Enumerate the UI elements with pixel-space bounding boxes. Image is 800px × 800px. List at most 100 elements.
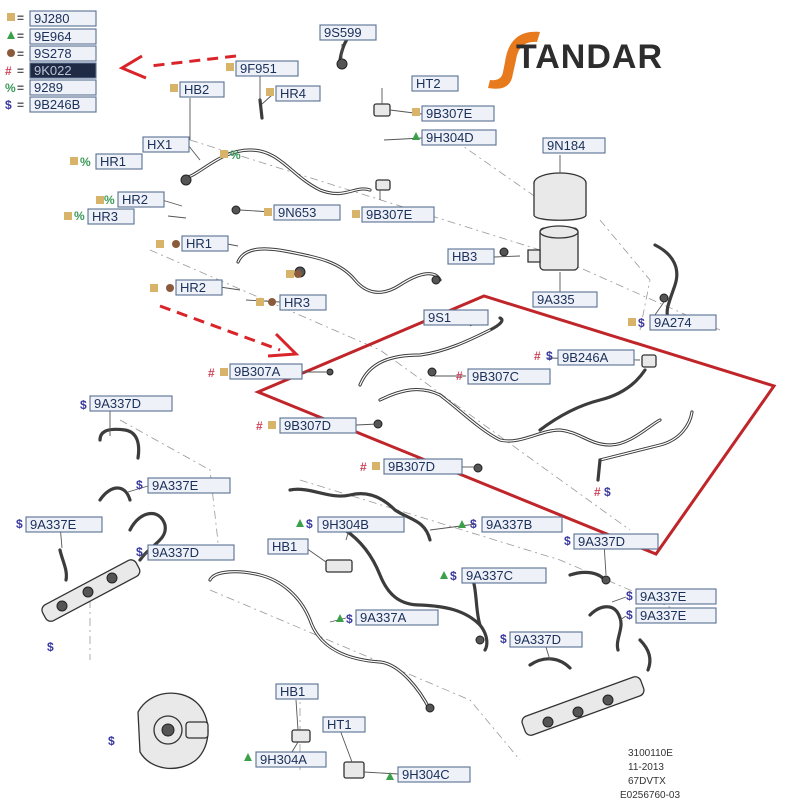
svg-text:=: =: [17, 47, 24, 61]
callout-label: HB1: [272, 539, 297, 554]
pointer-arrow-middle: [159, 304, 300, 358]
svg-text:$: $: [626, 608, 633, 622]
small-fittings-upper: [180, 58, 669, 303]
marker-hash-icon: #: [5, 64, 12, 78]
svg-text:#: #: [208, 366, 215, 380]
injector-pipes: [58, 427, 652, 712]
callout-label: 9B307C: [472, 369, 519, 384]
callout-label: 9H304D: [426, 130, 474, 145]
marker-dollar-icon: $: [5, 98, 12, 112]
svg-text:%: %: [74, 209, 85, 223]
reference-block: 3100110E 11-2013 67DVTX E0256760-03: [620, 748, 680, 800]
legend-label-box: [29, 96, 97, 113]
callout-label: 9B307D: [388, 459, 435, 474]
high-pressure-pump: [137, 692, 209, 770]
callout-label: HX1: [147, 137, 172, 152]
lower-fittings: [291, 559, 611, 779]
legend: = 9J280 = 9E964 = 9S278 # = 9K022 % = 92…: [5, 10, 97, 113]
callout-label: 9B307D: [284, 418, 331, 433]
callout-label: HT1: [327, 717, 352, 732]
legend-code: 9K022: [34, 63, 72, 78]
callout-label: 9A337D: [578, 534, 625, 549]
marker-square-icon: [7, 13, 15, 21]
svg-text:#: #: [360, 460, 367, 474]
fuel-filter-assembly: [499, 172, 587, 271]
svg-text:=: =: [17, 29, 24, 43]
callout-label: HR3: [284, 295, 310, 310]
svg-text:$: $: [306, 517, 313, 531]
callout-label: 9A274: [654, 315, 692, 330]
callout-label: 9N184: [547, 138, 585, 153]
legend-label-box: [29, 45, 97, 62]
reference-line: 3100110E: [628, 748, 673, 759]
callout-label: HR4: [280, 86, 306, 101]
svg-text:$: $: [136, 478, 143, 492]
svg-text:$: $: [450, 569, 457, 583]
svg-text:$: $: [470, 517, 477, 531]
logo-mark-icon: [488, 31, 540, 89]
svg-text:%: %: [104, 193, 115, 207]
callout-label: 9A335: [537, 292, 575, 307]
callout-label: HR2: [180, 280, 206, 295]
callout-label: 9H304A: [260, 752, 307, 767]
legend-label-box: [29, 28, 97, 45]
legend-label-box-highlighted: [29, 62, 97, 79]
legend-code: 9S278: [34, 46, 72, 61]
callout-label: 9B307E: [426, 106, 473, 121]
callout-label: HB3: [452, 249, 477, 264]
callout-label: 9S599: [324, 25, 362, 40]
callout-label: 9A337D: [152, 545, 199, 560]
svg-text:$: $: [564, 534, 571, 548]
svg-text:$: $: [47, 640, 54, 654]
callout-label: 9A337E: [152, 478, 199, 493]
reference-line: 11-2013: [628, 762, 664, 773]
callout-label: 9N653: [278, 205, 316, 220]
callout-label: 9A337E: [640, 589, 687, 604]
pointer-arrow-top: [118, 54, 237, 80]
callouts: 9S599 9F951 HB2 HR4 HT2 9B307E 9H304D 9N…: [16, 24, 717, 783]
callout-label: HB2: [184, 82, 209, 97]
callout-label: 9A337A: [360, 610, 407, 625]
legend-code: 9289: [34, 80, 63, 95]
callout-label: 9H304C: [402, 767, 450, 782]
legend-code: 9E964: [34, 29, 72, 44]
svg-text:$: $: [346, 612, 353, 626]
legend-label-box: [29, 79, 97, 96]
callout-label: 9F951: [240, 61, 277, 76]
svg-text:$: $: [604, 485, 611, 499]
legend-code: 9J280: [34, 11, 69, 26]
svg-text:=: =: [17, 11, 24, 25]
svg-text:#: #: [534, 349, 541, 363]
callout-label: HT2: [416, 76, 441, 91]
svg-text:$: $: [80, 398, 87, 412]
reference-line: 67DVTX: [628, 776, 666, 787]
svg-text:=: =: [17, 98, 24, 112]
callout-label: 9A337E: [30, 517, 77, 532]
callout-label: 9A337D: [514, 632, 561, 647]
svg-text:$: $: [108, 734, 115, 748]
fuel-rail-right: [521, 676, 645, 736]
callout-label: 9A337D: [94, 396, 141, 411]
svg-text:$: $: [500, 632, 507, 646]
svg-text:$: $: [546, 349, 553, 363]
highlight-frame: [254, 294, 777, 556]
callout-label: 9S1: [428, 310, 451, 325]
marker-circle-icon: [7, 49, 15, 57]
callout-label: 9A337C: [466, 568, 513, 583]
callout-label: 9A337B: [486, 517, 532, 532]
svg-text:$: $: [136, 545, 143, 559]
marker-triangle-icon: [7, 31, 15, 39]
callout-label: 9B307E: [366, 207, 413, 222]
fuel-rail-left: [41, 559, 141, 622]
svg-text:=: =: [17, 81, 24, 95]
marker-percent-icon: %: [5, 81, 16, 95]
callout-label: HB1: [280, 684, 305, 699]
svg-text:$: $: [16, 517, 23, 531]
callout-label: 9H304B: [322, 517, 369, 532]
callout-label: HR2: [122, 192, 148, 207]
reference-line: E0256760-03: [620, 790, 680, 800]
callout-label: HR1: [186, 236, 212, 251]
return-line-harness: [326, 316, 694, 482]
svg-text:#: #: [456, 369, 463, 383]
